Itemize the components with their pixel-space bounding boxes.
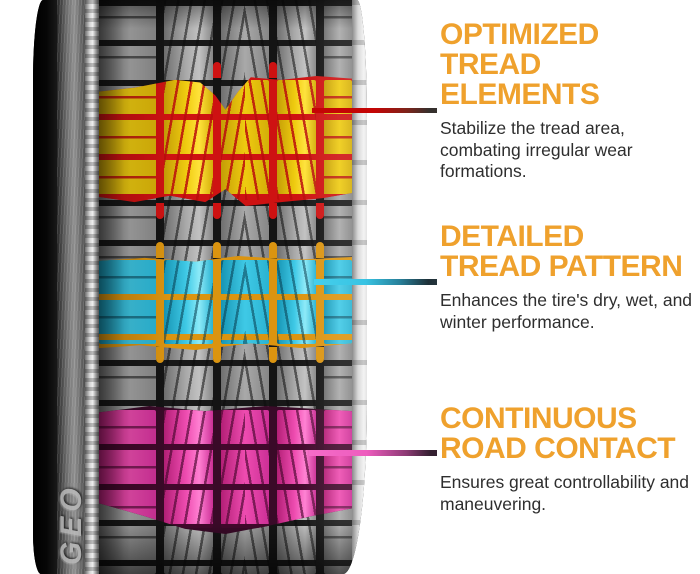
tread-rib-highlighted [164,80,213,200]
groove-highlight-tail [156,203,164,219]
section-heading: CONTINUOUS ROAD CONTACT [440,404,700,464]
groove-highlight-tail [316,203,324,219]
tread-rib-highlighted [277,260,316,344]
pointer-line-optimized-tread [312,108,437,113]
tire-tread [99,0,352,574]
highlight-detailed-tread-pattern [99,256,352,350]
groove-highlight-tail [269,347,277,363]
pointer-line-tread-pattern [314,279,437,285]
groove-highlight-tail [156,242,164,258]
tire-sidewall: GEO [55,0,88,574]
heading-line: DETAILED [440,220,584,253]
tread-rib-highlighted [164,260,213,344]
groove-highlight-tail [213,203,221,219]
pointer-line-road-contact [309,450,437,456]
section-heading: OPTIMIZED TREAD ELEMENTS [440,20,700,110]
tire-brand-text: GEO [55,483,88,565]
tread-rib-highlighted [221,410,269,528]
groove-highlight-tail [213,347,221,363]
tread-rib-highlighted [99,80,156,200]
heading-line: OPTIMIZED [440,18,599,51]
tread-rib-highlighted [324,80,352,200]
heading-line: CONTINUOUS [440,402,637,435]
tread-rib-highlighted [277,80,316,200]
groove-highlight-tail [269,242,277,258]
section-optimized-tread-elements: OPTIMIZED TREAD ELEMENTS Stabilize the t… [440,20,700,183]
heading-line: ELEMENTS [440,78,600,111]
tire-shoulder-ridge [85,0,99,574]
tread-rib-highlighted [221,260,269,344]
groove-highlight-tail [213,62,221,78]
tire-right-shoulder [352,0,367,574]
groove-highlight-tail [269,62,277,78]
section-body: Enhances the tire's dry, wet, and winter… [440,290,693,332]
groove-highlight-tail [316,242,324,258]
heading-line: TREAD [440,48,541,81]
section-detailed-tread-pattern: DETAILED TREAD PATTERN Enhances the tire… [440,222,700,333]
tread-rib-highlighted [164,410,213,528]
tire-sidewall-shadow [33,0,57,574]
section-body: Ensures great controllability and maneuv… [440,472,690,514]
heading-line: TREAD PATTERN [440,250,683,283]
groove-highlight-tail [156,347,164,363]
section-heading: DETAILED TREAD PATTERN [440,222,700,282]
tread-rib-highlighted [324,260,352,344]
heading-line: ROAD CONTACT [440,432,676,465]
tread-rib-highlighted [99,260,156,344]
groove-highlight-tail [316,347,324,363]
groove-highlight-tail [213,242,221,258]
groove-highlight-tail [269,203,277,219]
tread-rib-highlighted [277,410,316,528]
section-body: Stabilize the tread area, combating irre… [440,118,633,181]
tire-photo: GEO [33,0,367,574]
section-continuous-road-contact: CONTINUOUS ROAD CONTACT Ensures great co… [440,404,700,515]
